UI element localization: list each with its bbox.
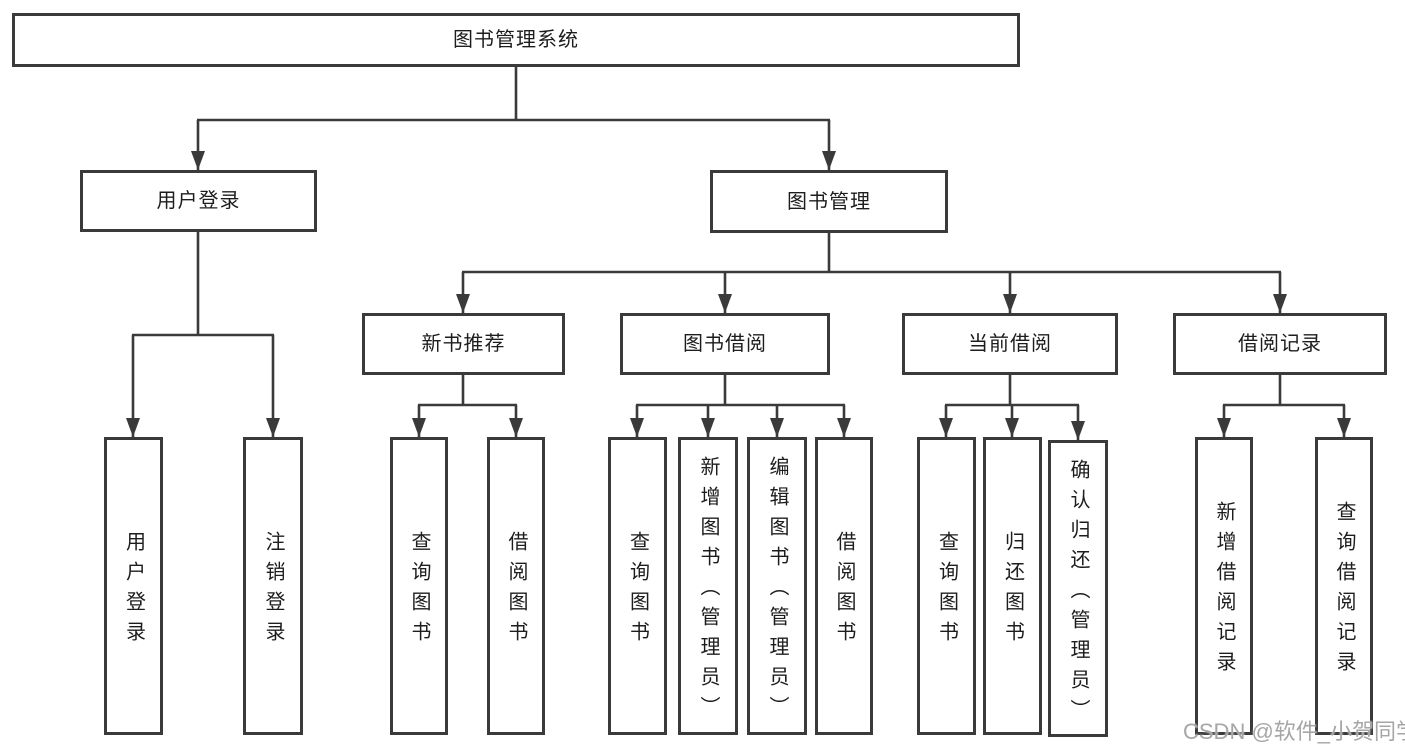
- leaf-logout: 注销登录: [243, 437, 303, 735]
- node-current-borrowing: 当前借阅: [902, 313, 1118, 375]
- watermark-text: CSDN @软件_小贺同学: [1183, 719, 1405, 744]
- leaf-return-book: 归还图书: [983, 437, 1042, 735]
- leaf-user-login: 用户登录: [104, 437, 163, 735]
- node-new-book-recommend: 新书推荐: [362, 313, 565, 375]
- node-user-login: 用户登录: [80, 170, 317, 232]
- leaf-edit-book-admin: 编辑图书（管理员）: [747, 437, 807, 735]
- leaf-confirm-return-admin: 确认归还（管理员）: [1048, 440, 1108, 737]
- node-book-management: 图书管理: [710, 170, 948, 233]
- leaf-add-borrow-record: 新增借阅记录: [1195, 437, 1253, 735]
- leaf-query-books-current: 查询图书: [917, 437, 976, 735]
- leaf-query-borrow-record: 查询借阅记录: [1315, 437, 1373, 735]
- leaf-query-books-borrowing: 查询图书: [608, 437, 667, 735]
- leaf-add-book-admin: 新增图书（管理员）: [678, 437, 738, 735]
- leaf-borrow-books-recommend: 借阅图书: [487, 437, 545, 735]
- node-book-borrowing: 图书借阅: [620, 313, 830, 375]
- leaf-borrow-books-borrowing: 借阅图书: [815, 437, 873, 735]
- node-library-system: 图书管理系统: [12, 13, 1020, 67]
- leaf-query-books-recommend: 查询图书: [390, 437, 448, 735]
- node-borrowing-records: 借阅记录: [1173, 313, 1387, 375]
